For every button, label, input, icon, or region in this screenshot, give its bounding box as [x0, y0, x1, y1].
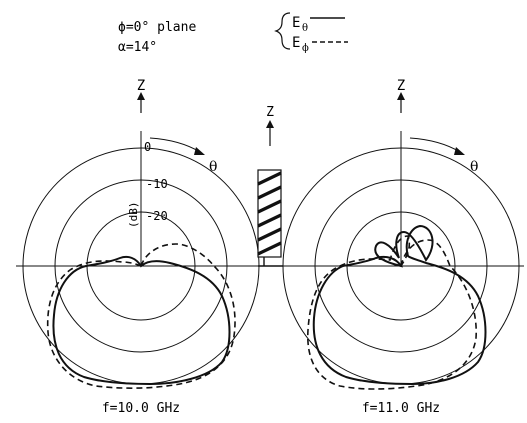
z-axis-arrow-icon [397, 92, 405, 100]
theta-arrow-icon [454, 147, 465, 155]
antenna-z-label: Z [266, 105, 274, 120]
legend: E θ E ϕ [274, 12, 348, 54]
theta-direction-arc [409, 137, 461, 153]
polar-plot-10ghz: Z θ 0 -10 -20 (dB) f=10.0 GHz [16, 78, 266, 416]
legend-e-theta-symbol: E [292, 15, 300, 31]
helix-cylinder [257, 169, 282, 258]
theta-arrow-icon [194, 147, 205, 155]
legend-brace [274, 12, 291, 50]
ring-label-minus-20db: -20 [146, 209, 168, 223]
e-phi-pattern-11ghz [307, 235, 477, 390]
e-theta-pattern-11ghz [312, 224, 487, 386]
frequency-label-10ghz: f=10.0 GHz [102, 401, 180, 416]
theta-label: θ [209, 159, 217, 175]
legend-item-e-phi: E ϕ [292, 35, 348, 54]
theta-label: θ [470, 159, 478, 175]
e-phi-pattern-10ghz [46, 243, 236, 389]
legend-item-e-theta: E θ [292, 15, 345, 34]
z-axis-label: Z [137, 78, 145, 94]
legend-e-phi-subscript: ϕ [302, 43, 309, 54]
z-axis-label: Z [397, 78, 405, 94]
legend-e-theta-subscript: θ [302, 23, 308, 34]
ring-label-0db: 0 [144, 140, 151, 154]
helix-windings [257, 171, 282, 256]
ring-label-minus-10db: -10 [146, 177, 168, 191]
polar-plot-11ghz: Z θ f=11.0 GHz [276, 78, 524, 416]
helix-antenna-icon: Z [257, 105, 283, 267]
plane-label: ϕ=0° plane [118, 20, 196, 35]
legend-e-phi-symbol: E [292, 35, 300, 51]
e-theta-pattern-10ghz [52, 255, 231, 386]
antenna-z-arrow-icon [266, 120, 274, 128]
theta-direction-arc [149, 137, 201, 153]
db-unit-label: (dB) [127, 202, 140, 229]
alpha-label: α=14° [118, 40, 157, 55]
frequency-label-11ghz: f=11.0 GHz [362, 401, 440, 416]
z-axis-arrow-icon [137, 92, 145, 100]
